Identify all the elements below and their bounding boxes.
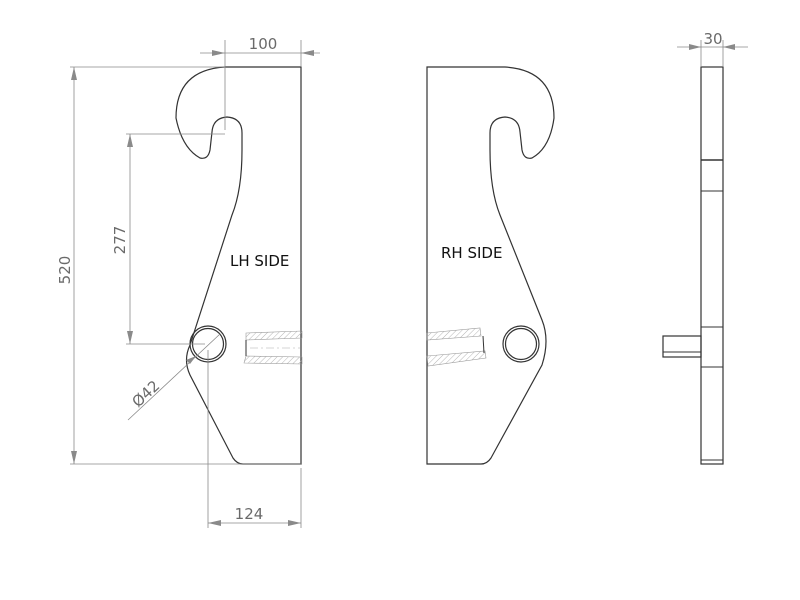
- rh-bushing-section: [426, 327, 487, 367]
- edge-view: 30: [662, 30, 748, 465]
- lh-side-view: LH SIDE: [175, 66, 303, 465]
- edge-plate: [700, 66, 724, 465]
- rh-side-label: RH SIDE: [441, 244, 502, 262]
- rh-side-view: RH SIDE: [426, 66, 555, 465]
- rh-pin-hole-inner: [504, 327, 538, 361]
- lh-dimensions: 520 277 100 124 Ø42: [56, 35, 320, 528]
- lh-bushing-section: [243, 330, 303, 365]
- lh-plate-outline: [175, 66, 302, 465]
- lh-side-label: LH SIDE: [230, 252, 289, 270]
- dim-overall-height: 520: [56, 256, 74, 285]
- rh-pin-hole-outer: [502, 325, 540, 363]
- rh-plate-outline: [426, 66, 555, 465]
- dim-pin-to-edge: 124: [235, 505, 264, 523]
- dim-pin-diameter: Ø42: [128, 377, 163, 411]
- dim-hook-to-pin: 277: [111, 226, 129, 255]
- edge-pin-boss: [662, 335, 702, 358]
- dim-hook-offset: 100: [249, 35, 278, 53]
- dim-thickness: 30: [703, 30, 722, 48]
